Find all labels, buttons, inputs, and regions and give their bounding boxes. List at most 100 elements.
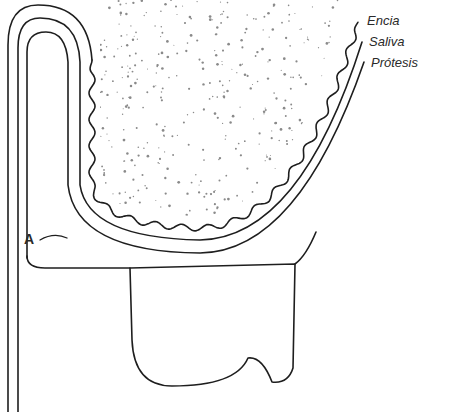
prosthesis-base-line [27, 256, 130, 268]
stipple-dot [261, 48, 264, 51]
stipple-dot [123, 108, 124, 109]
stipple-dot [255, 55, 257, 57]
stipple-dot [132, 179, 134, 181]
stipple-dot [127, 65, 128, 66]
stipple-dot [122, 98, 124, 100]
stipple-dot [187, 114, 188, 115]
stipple-dot [146, 91, 148, 93]
stipple-dot [307, 38, 309, 40]
saliva-line [18, 18, 362, 412]
stipple-dot [160, 10, 162, 12]
stipple-dot [239, 107, 240, 108]
stipple-dot [120, 12, 123, 15]
stipple-dot [104, 216, 106, 218]
stipple-dot [141, 0, 144, 2]
stipple-dot [106, 133, 107, 134]
stipple-dot [240, 39, 243, 42]
stipple-dot [333, 146, 334, 147]
stipple-dot [209, 18, 212, 21]
stipple-dot [223, 95, 226, 98]
stipple-dot [343, 38, 344, 39]
stipple-dot [105, 70, 107, 72]
stipple-dot [147, 142, 148, 143]
stipple-dot [264, 191, 265, 192]
stipple-dot [124, 160, 126, 162]
stipple-dot [315, 97, 316, 98]
stipple-dot [292, 77, 294, 79]
stipple-dot [275, 168, 276, 169]
stipple-dot [187, 42, 189, 44]
stipple-dot [123, 139, 126, 142]
stipple-dot [307, 185, 308, 186]
stipple-dot [106, 94, 108, 96]
stipple-dot [186, 193, 188, 195]
stipple-dot [280, 128, 283, 131]
stipple-dot [161, 67, 164, 70]
stipple-dot [134, 82, 137, 85]
stipple-dot [134, 165, 136, 167]
stipple-dot [160, 36, 161, 37]
stipple-dot [108, 6, 111, 9]
stipple-dot [221, 61, 222, 62]
stipple-dot [215, 190, 216, 191]
stipple-dot [165, 192, 167, 194]
stipple-dot [285, 115, 287, 117]
stipple-dot [339, 97, 340, 98]
stipple-dot [166, 56, 169, 59]
stipple-dot [101, 165, 103, 167]
stipple-dot [176, 52, 178, 54]
stipple-dot [260, 206, 261, 207]
stipple-dot [295, 60, 297, 62]
stipple-dot [288, 203, 290, 205]
stipple-dot [301, 168, 302, 169]
stipple-dot [119, 192, 121, 194]
stipple-dot [225, 135, 226, 136]
stipple-dot [176, 14, 177, 15]
stipple-dot [252, 84, 253, 85]
stipple-dot [267, 77, 269, 79]
stipple-dot [125, 3, 126, 4]
stipple-dot [141, 174, 143, 176]
stipple-dot [276, 169, 278, 171]
stipple-dot [292, 139, 293, 140]
stipple-dot [246, 167, 248, 169]
stipple-dot [171, 135, 173, 137]
stipple-dot [337, 0, 339, 1]
artificial-tooth [130, 264, 295, 386]
stipple-dot [163, 134, 165, 136]
stipple-dot [269, 36, 270, 37]
stipple-dot [137, 146, 139, 148]
stipple-dot [227, 16, 229, 18]
stipple-dot [230, 213, 232, 215]
stipple-dot [333, 186, 336, 189]
stipple-dot [232, 115, 235, 118]
stipple-dot [155, 200, 156, 201]
stipple-dot [339, 113, 340, 114]
stipple-dot [271, 130, 272, 131]
stipple-dot [147, 68, 148, 69]
stipple-dot [214, 203, 216, 205]
stipple-dot [283, 107, 286, 110]
stipple-dot [111, 205, 114, 208]
stipple-dot [284, 99, 286, 101]
stipple-dot [190, 34, 193, 37]
stipple-dot [144, 185, 146, 187]
stipple-dot [156, 123, 158, 125]
stipple-dot [108, 140, 109, 141]
stipple-dot [229, 80, 230, 81]
stipple-dot [222, 50, 224, 52]
stipple-dot [272, 28, 275, 31]
stipple-dot [299, 119, 302, 122]
stipple-dot [199, 184, 200, 185]
stipple-dot [202, 61, 204, 63]
stipple-dot [331, 83, 334, 86]
stipple-dot [147, 155, 150, 158]
stipple-dot [314, 177, 315, 178]
stipple-dot [161, 26, 163, 28]
stipple-dot [253, 18, 255, 20]
stipple-dot [101, 78, 103, 80]
stipple-dot [198, 59, 200, 61]
stipple-dot [175, 5, 177, 7]
stipple-dot [156, 65, 158, 67]
stipple-dot [200, 180, 202, 182]
